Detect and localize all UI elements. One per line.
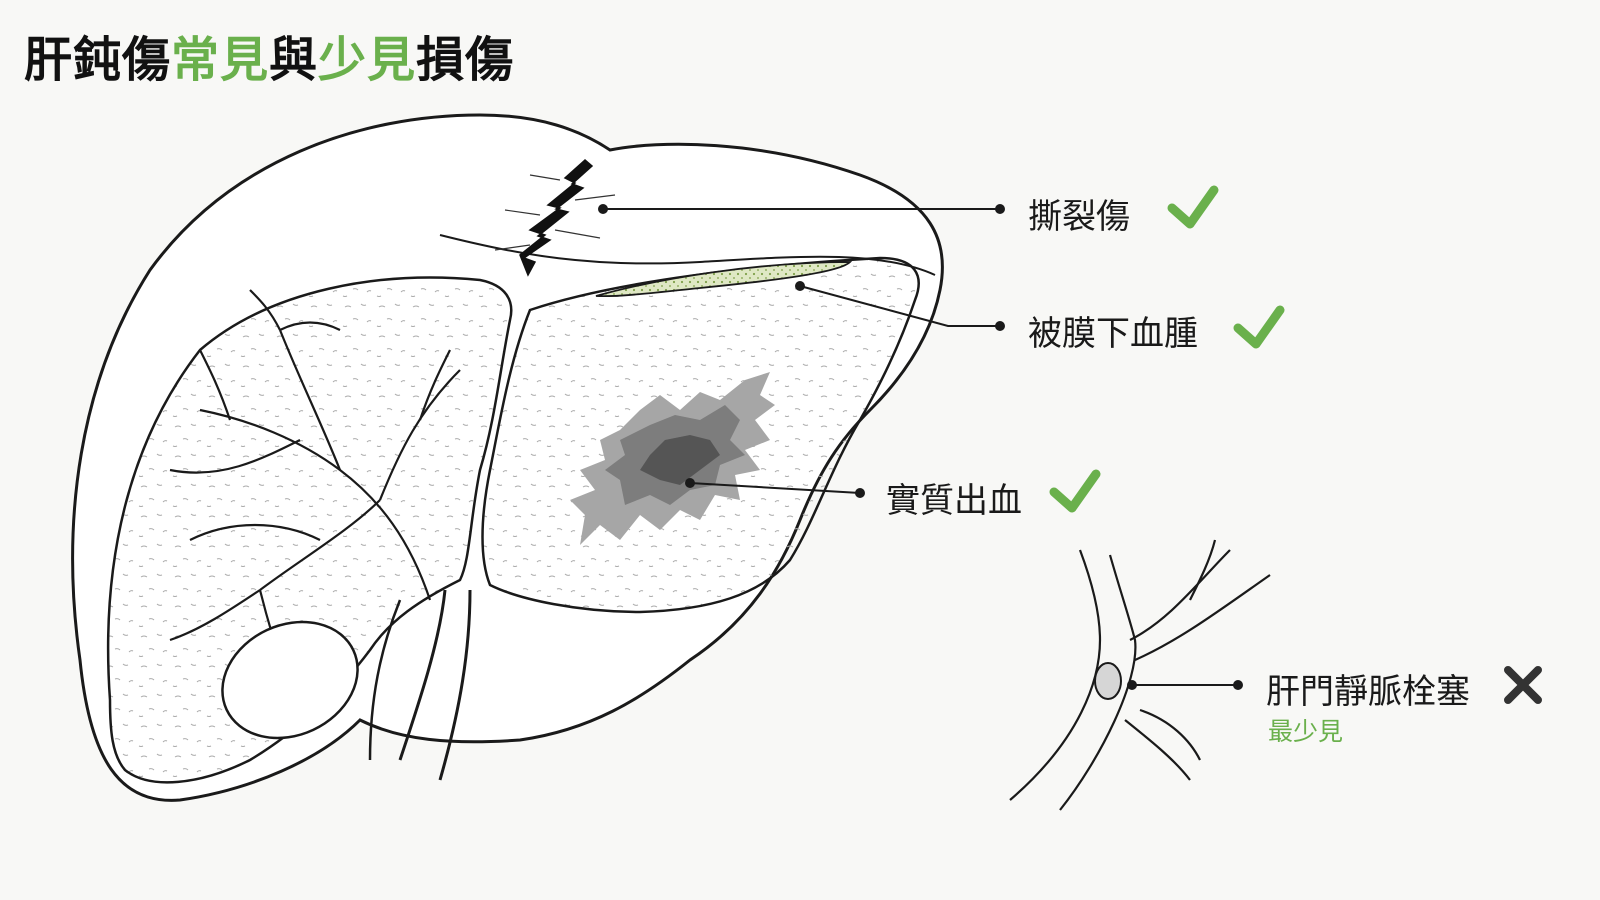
title-part-rare: 少見	[318, 32, 417, 88]
leader-dot-thrombus-start	[1127, 680, 1137, 690]
cross-icon	[1504, 666, 1542, 704]
portal-trunk	[398, 589, 472, 781]
portal-vein-inset	[1009, 539, 1271, 811]
leader-dot-hematoma-start	[795, 281, 805, 291]
title-part-common: 常見	[171, 32, 270, 88]
title-part-and: 與	[269, 32, 319, 88]
check-icon	[1049, 469, 1101, 513]
leader-dot-hemorrhage-start	[685, 478, 695, 488]
vessel-tree	[169, 289, 461, 691]
right-lobe-surface	[106, 276, 513, 784]
label-parenchymal-hemorrhage: 實質出血	[886, 481, 1022, 521]
title-part-1: 肝鈍傷	[24, 32, 172, 88]
label-laceration: 撕裂傷	[1028, 197, 1130, 237]
page-title: 肝鈍傷常見與少見損傷	[24, 20, 514, 90]
capsule-line	[439, 234, 936, 276]
leader-dot-laceration-end	[995, 204, 1005, 214]
check-icon	[1233, 305, 1285, 349]
leader-lines	[603, 208, 1238, 686]
leader-dot-hematoma-end	[995, 321, 1005, 331]
portal-thrombus	[1094, 662, 1122, 700]
check-icon	[1167, 185, 1219, 229]
leader-dot-hemorrhage-end	[855, 488, 865, 498]
label-least-common: 最少見	[1268, 717, 1344, 746]
title-part-injury: 損傷	[416, 32, 515, 88]
label-subcapsular-hematoma: 被膜下血腫	[1028, 314, 1198, 354]
gallbladder	[221, 620, 359, 740]
subcapsular-hematoma	[595, 261, 853, 298]
label-portal-vein-thrombosis: 肝門靜脈栓塞	[1266, 672, 1470, 712]
leader-dot-laceration-start	[598, 204, 608, 214]
laceration	[519, 159, 594, 277]
leader-dot-thrombus-end	[1233, 680, 1243, 690]
parenchymal-hemorrhage	[570, 372, 775, 545]
